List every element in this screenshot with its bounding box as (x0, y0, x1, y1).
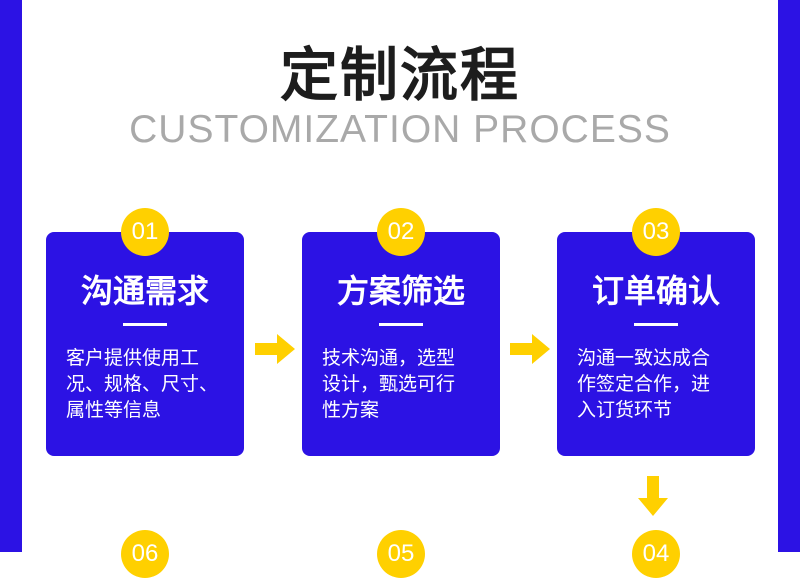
right-border-bar (778, 0, 800, 552)
step-card-2: 02 方案筛选 技术沟通，选型 设计，甄选可行 性方案 (302, 208, 500, 456)
step-title: 订单确认 (591, 272, 720, 310)
step-description-line: 况、规格、尺寸、 (66, 373, 219, 395)
step-description-line: 入订货环节 (577, 399, 673, 421)
page-subtitle: CUSTOMIZATION PROCESS (129, 108, 671, 151)
step-number-badge-4: 04 (632, 530, 680, 578)
step-description-line: 客户提供使用工 (66, 347, 200, 369)
arrow-right-icon (510, 334, 550, 364)
step-title: 方案筛选 (336, 272, 465, 310)
step-description-line: 属性等信息 (66, 399, 162, 421)
step-card-3: 03 订单确认 沟通一致达成合 作签定合作，进 入订货环节 (557, 208, 755, 456)
step-number-badge-5: 05 (377, 530, 425, 578)
arrow-down-icon (638, 476, 668, 516)
step-divider (123, 323, 167, 326)
step-number-badge: 02 (377, 208, 425, 256)
step-number-badge: 01 (121, 208, 169, 256)
arrow-right-icon (255, 334, 295, 364)
step-description: 技术沟通，选型 设计，甄选可行 性方案 (322, 345, 486, 423)
step-divider (634, 323, 678, 326)
step-description: 客户提供使用工 况、规格、尺寸、 属性等信息 (66, 345, 230, 423)
step-card-1: 01 沟通需求 客户提供使用工 况、规格、尺寸、 属性等信息 (46, 208, 244, 456)
step-description: 沟通一致达成合 作签定合作，进 入订货环节 (577, 345, 741, 423)
step-number-badge: 03 (632, 208, 680, 256)
step-divider (379, 323, 423, 326)
step-description-line: 设计，甄选可行 (322, 373, 456, 395)
step-description-line: 技术沟通，选型 (322, 347, 456, 369)
step-description-line: 性方案 (322, 399, 380, 421)
step-description-line: 沟通一致达成合 (577, 347, 711, 369)
left-border-bar (0, 0, 22, 552)
step-description-line: 作签定合作，进 (577, 373, 711, 395)
step-title: 沟通需求 (80, 272, 209, 310)
step-number-badge-6: 06 (121, 530, 169, 578)
page-title: 定制流程 (279, 41, 520, 109)
